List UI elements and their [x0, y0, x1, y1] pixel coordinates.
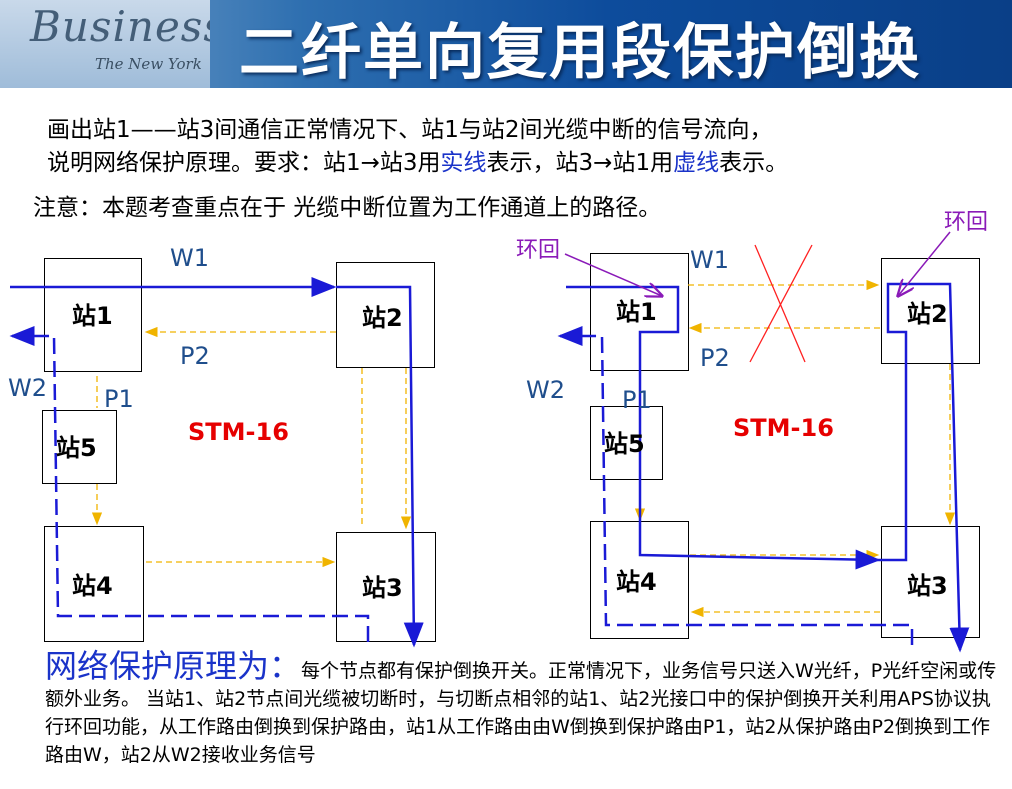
right-w1-to-s3 — [878, 282, 970, 653]
intro-line-2-c: 表示。 — [719, 150, 789, 176]
logo-subtext: The New York — [95, 55, 202, 73]
left-p2-label: P2 — [180, 342, 210, 370]
left-w1-to-s3 — [336, 285, 424, 648]
principle-lead: 网络保护原理为： — [45, 647, 302, 685]
principle-text: 每个节点都有保护倒换开关。正常情况下，业务信号只送入W光纤，P光纤空闲或传额外业… — [45, 660, 997, 766]
right-w2-line — [557, 326, 914, 645]
left-station-5-label: 站5 — [56, 434, 97, 462]
intro-line-1: 画出站1——站3间通信正常情况下、站1与站2间光缆中断的信号流向， — [47, 117, 773, 143]
left-station-2-box — [336, 262, 435, 368]
left-station-3-box — [336, 532, 436, 642]
left-w1-label: W1 — [170, 244, 209, 272]
page-title: 二纤单向复用段保护倒换 — [239, 18, 921, 88]
left-station-3-label: 站3 — [362, 574, 403, 602]
dashed-line-term: 虚线 — [673, 150, 720, 176]
logo: Business The New York — [0, 0, 210, 88]
right-station-3-box — [881, 526, 980, 638]
left-station-4-label: 站4 — [72, 572, 113, 600]
left-station-5-box — [42, 410, 117, 484]
loop-arrow-right — [898, 231, 951, 296]
note-line: 注意：本题考查重点在于 光缆中断位置为工作通道上的路径。 — [33, 195, 662, 221]
left-w2-line — [9, 326, 370, 642]
right-w1-label: W1 — [690, 246, 729, 274]
right-station-3-label: 站3 — [907, 572, 948, 600]
intro-line-2: 说明网络保护原理。要求：站1→站3用实线表示，站3→站1用虚线表示。 — [47, 143, 788, 177]
right-w2-label: W2 — [526, 376, 565, 404]
left-stm-label: STM-16 — [188, 418, 289, 446]
right-station-2-box — [881, 258, 980, 364]
left-protect-fibres — [91, 326, 412, 568]
logo-text: Business — [30, 2, 210, 51]
left-station-2-label: 站2 — [362, 304, 403, 332]
header-banner: Business The New York 二纤单向复用段保护倒换 — [0, 0, 1012, 88]
loop-label-right: 环回 — [944, 210, 989, 235]
right-p2-label: P2 — [700, 344, 730, 372]
principle-paragraph: 网络保护原理为：每个节点都有保护倒换开关。正常情况下，业务信号只送入W光纤，P光… — [45, 650, 1005, 769]
right-protect-fibres — [634, 279, 956, 618]
right-stm-label: STM-16 — [733, 414, 834, 442]
right-station-5-label: 站5 — [604, 430, 645, 458]
left-p1-label: P1 — [104, 385, 134, 413]
left-station-1-label: 站1 — [72, 302, 113, 330]
right-station-1-label: 站1 — [616, 298, 657, 326]
intro-line-2-b: 表示，站3→站1用 — [486, 150, 674, 176]
right-p1-label: P1 — [622, 386, 652, 414]
left-station-1-box — [44, 258, 142, 372]
solid-line-term: 实线 — [440, 150, 487, 176]
right-station-2-label: 站2 — [907, 300, 948, 328]
cable-cut-mark — [749, 244, 813, 363]
right-station-4-label: 站4 — [616, 568, 657, 596]
loop-label-left: 环回 — [516, 238, 561, 263]
intro-line-2-a: 说明网络保护原理。要求：站1→站3用 — [47, 150, 441, 176]
left-w2-label: W2 — [8, 374, 47, 402]
right-station-5-box — [590, 406, 663, 480]
left-station-4-box — [44, 526, 144, 642]
loop-arrow-left — [564, 253, 662, 296]
